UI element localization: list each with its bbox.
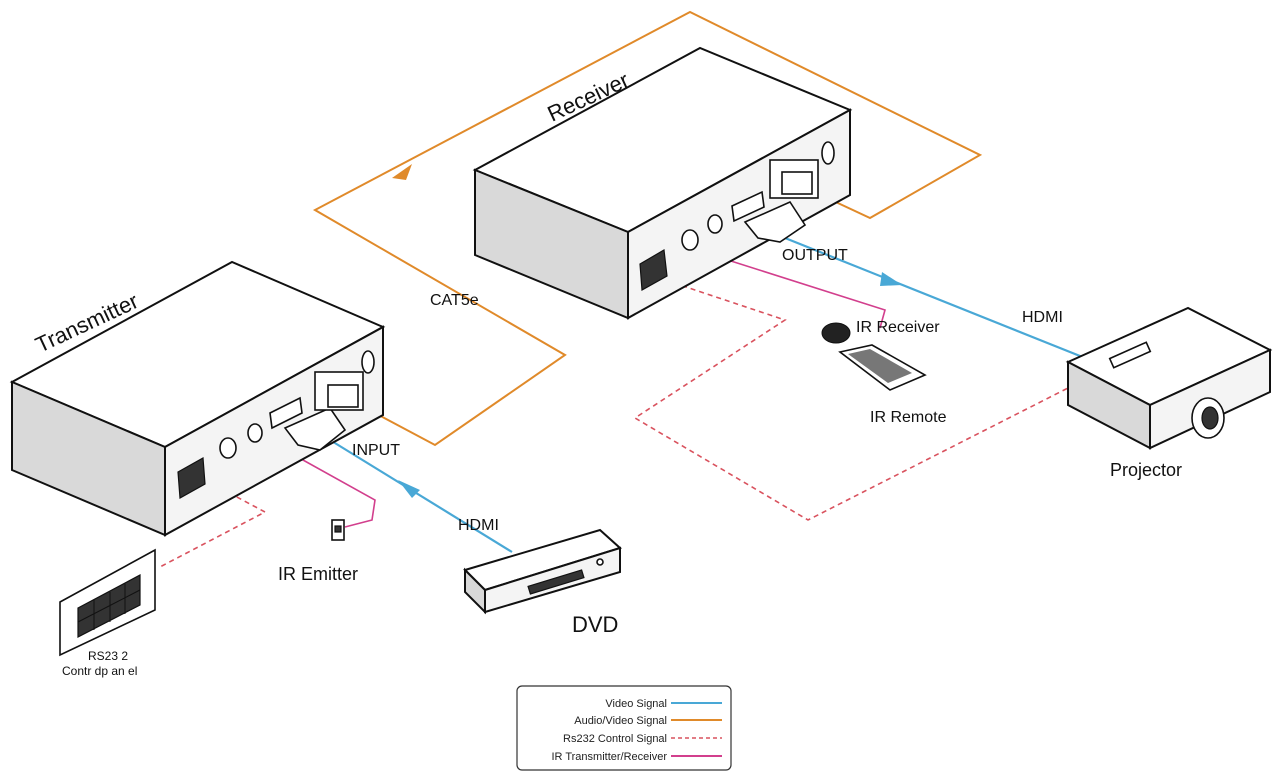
output-label: OUTPUT bbox=[782, 247, 848, 264]
cat5e-arrow bbox=[392, 164, 412, 180]
legend-item: Audio/Video Signal bbox=[574, 715, 722, 727]
receiver-ir-jack-2 bbox=[707, 214, 723, 234]
dvd-player bbox=[463, 528, 622, 615]
receiver-rs232-port bbox=[639, 249, 668, 291]
legend-label: Audio/Video Signal bbox=[574, 715, 667, 727]
hdmi-dvd-label: HDMI bbox=[458, 517, 499, 534]
hdmi-input-cable bbox=[329, 439, 513, 553]
transmitter-box bbox=[9, 260, 386, 537]
transmitter-rs232-port bbox=[177, 457, 206, 499]
legend-label: IR Transmitter/Receiver bbox=[551, 751, 667, 763]
hdmi-projector-label: HDMI bbox=[1022, 309, 1063, 326]
ir-receiver-label: IR Receiver bbox=[856, 319, 940, 336]
legend-item: Rs232 Control Signal bbox=[563, 733, 722, 745]
ir-remote-icon bbox=[838, 344, 927, 391]
rs232-control-panel bbox=[59, 548, 156, 657]
transmitter-ir-jack-2 bbox=[247, 423, 263, 443]
ir-emitter-icon bbox=[331, 519, 345, 541]
ir-receiver-icon bbox=[821, 322, 851, 344]
legend-label: Video Signal bbox=[605, 698, 667, 710]
hdmi-output-cable bbox=[769, 230, 1091, 362]
receiver-box bbox=[472, 46, 853, 320]
receiver-rj45-plug bbox=[781, 171, 813, 195]
ir-emitter-label: IR Emitter bbox=[278, 564, 358, 584]
input-label: INPUT bbox=[352, 442, 400, 459]
transmitter-power-port bbox=[361, 350, 375, 374]
hdmi-input-arrow bbox=[398, 480, 420, 498]
transmitter-ir-jack bbox=[219, 437, 237, 459]
ir-emitter-cable bbox=[284, 449, 376, 528]
rs232-label-line1: RS23 2 bbox=[88, 649, 128, 663]
legend-item: IR Transmitter/Receiver bbox=[551, 751, 722, 763]
legend: Video Signal Audio/Video Signal Rs232 Co… bbox=[516, 685, 732, 771]
rs232-label-line2: Contr dp an el bbox=[62, 664, 137, 678]
cat5e-label: CAT5e bbox=[430, 292, 479, 309]
receiver-hdmi-port bbox=[731, 190, 765, 223]
hdmi-output-arrow bbox=[880, 272, 902, 286]
receiver-hdmi-plug bbox=[743, 200, 807, 243]
projector bbox=[1065, 306, 1273, 450]
receiver-ir-jack bbox=[681, 229, 699, 251]
rs232-projector-cable bbox=[633, 279, 1069, 521]
legend-label: Rs232 Control Signal bbox=[563, 733, 667, 745]
dvd-label: DVD bbox=[572, 612, 618, 637]
cat5e-cable bbox=[312, 10, 983, 447]
receiver-power-port bbox=[821, 141, 835, 165]
ir-remote-label: IR Remote bbox=[870, 409, 947, 426]
ir-receiver-cable bbox=[711, 254, 886, 329]
transmitter-rj45-plug bbox=[327, 384, 359, 408]
legend-box bbox=[516, 685, 732, 771]
transmitter-hdmi-plug bbox=[283, 406, 347, 451]
projector-label: Projector bbox=[1110, 460, 1182, 480]
transmitter-hdmi-port bbox=[269, 396, 303, 430]
legend-item: Video Signal bbox=[605, 698, 722, 710]
